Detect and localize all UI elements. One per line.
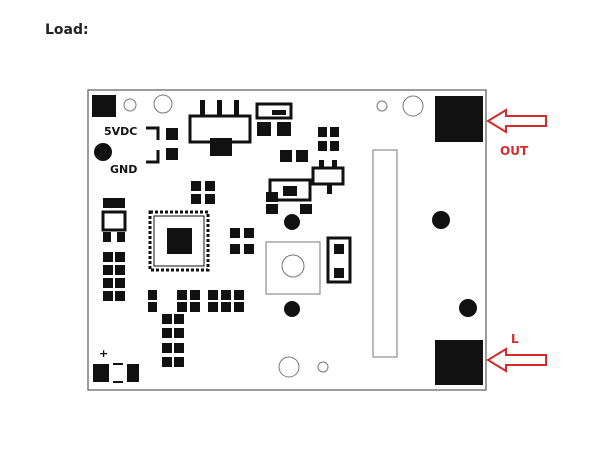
mounting-hole	[402, 95, 424, 117]
label-5vdc: 5VDC	[104, 125, 137, 138]
board-slot	[372, 149, 398, 358]
crystal-component	[326, 236, 352, 284]
capacitor-5vdc	[146, 126, 178, 164]
via-dot	[459, 299, 477, 317]
small-hole	[376, 100, 388, 112]
small-hole	[123, 98, 137, 112]
page-heading: Load:	[45, 22, 89, 38]
via-dot	[432, 211, 450, 229]
small-hole	[317, 361, 329, 373]
resistor-array	[230, 228, 254, 254]
left-component-column	[101, 198, 127, 301]
label-polarity: +	[99, 347, 108, 360]
capacitor-pair	[191, 181, 215, 204]
diode-block	[266, 150, 312, 214]
bottom-row-components	[148, 290, 244, 367]
l-label: L	[511, 332, 519, 346]
mounting-hole	[278, 356, 300, 378]
voltage-regulator	[188, 100, 252, 156]
resistor-pair	[318, 127, 339, 151]
microcontroller-chip	[148, 210, 210, 272]
out-label: OUT	[500, 144, 529, 158]
label-gnd: GND	[110, 163, 137, 176]
polarity-pad	[93, 363, 139, 383]
l-arrow	[486, 347, 547, 373]
mounting-hole	[153, 94, 173, 114]
capacitor-top-right	[255, 102, 293, 136]
tactile-button	[265, 214, 321, 317]
gnd-pad	[94, 143, 112, 161]
out-arrow	[486, 108, 547, 134]
switch-component	[311, 160, 345, 194]
out-terminal-pad	[435, 96, 483, 142]
corner-square-pad	[92, 95, 116, 117]
l-terminal-pad	[435, 340, 483, 385]
